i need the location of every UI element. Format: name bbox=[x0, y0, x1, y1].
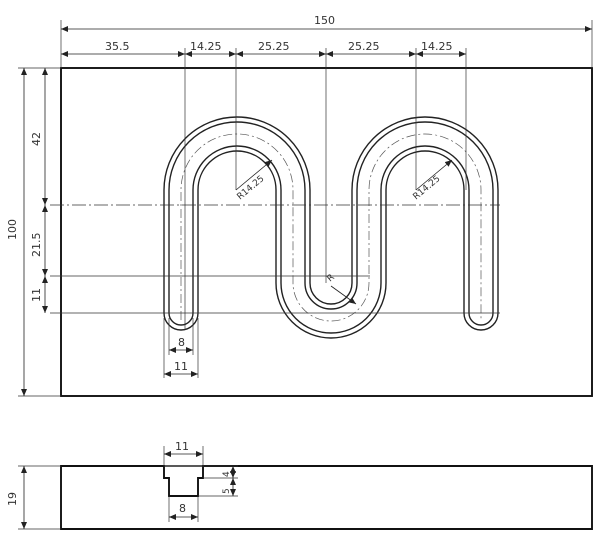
dim-h-1: 35.5 bbox=[105, 40, 130, 53]
dim-h-2: 14.25 bbox=[190, 40, 222, 53]
side-view: 19 11 8 5 4 bbox=[6, 440, 593, 530]
dim-overall-width: 150 bbox=[314, 14, 335, 27]
radius-left-label: R14.25 bbox=[236, 174, 267, 202]
groove-inner-contour bbox=[168, 121, 494, 334]
dim-thickness: 19 bbox=[6, 492, 19, 506]
groove-outer-contour bbox=[163, 116, 499, 339]
groove-centerline bbox=[180, 133, 482, 322]
dim-slot-bottom-width: 8 bbox=[179, 502, 186, 515]
radius-center-label: R bbox=[326, 273, 337, 285]
dim-overall-height: 100 bbox=[6, 219, 19, 240]
dim-groove-width-8: 8 bbox=[178, 336, 185, 349]
dim-v-2: 21.5 bbox=[30, 233, 43, 258]
side-body-outline bbox=[60, 465, 593, 530]
dim-groove-width-11: 11 bbox=[174, 360, 188, 373]
dim-h-5: 14.25 bbox=[421, 40, 453, 53]
top-view: 150 35.5 14.25 25.25 25.25 14.25 100 42 … bbox=[6, 14, 593, 397]
dim-depth-lower: 4 bbox=[222, 471, 232, 477]
dim-slot-top-width: 11 bbox=[175, 440, 189, 453]
plate-outline bbox=[60, 67, 593, 397]
dim-v-3: 11 bbox=[30, 288, 43, 302]
dim-depth-upper: 5 bbox=[222, 488, 232, 494]
dim-h-3: 25.25 bbox=[258, 40, 290, 53]
dim-v-1: 42 bbox=[30, 132, 43, 146]
dim-h-4: 25.25 bbox=[348, 40, 380, 53]
